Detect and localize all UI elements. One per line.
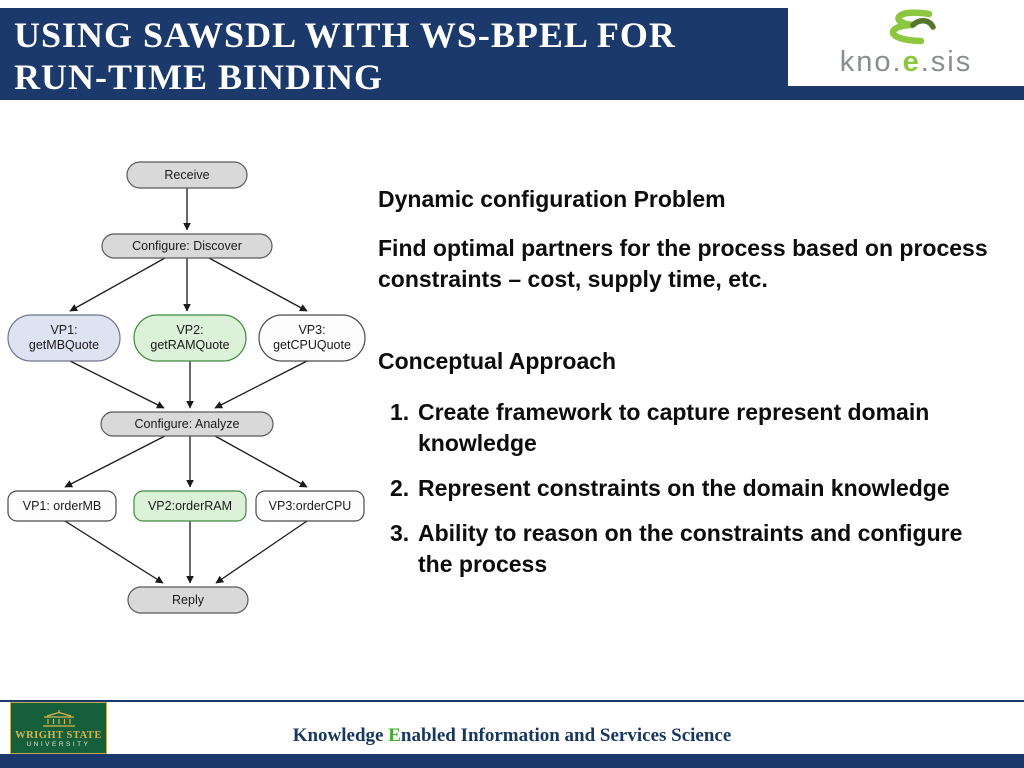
flow-arrow (64, 520, 164, 584)
list-item-number: 1. (390, 399, 410, 425)
footer-divider (0, 700, 1024, 702)
flow-arrow (215, 520, 308, 584)
node-receive-label: Receive (164, 168, 209, 182)
node-receive: Receive (126, 161, 248, 189)
flow-arrow (214, 360, 308, 409)
node-vp1-ordermb-label: VP1: orderMB (23, 499, 102, 513)
node-vp3-ordercpu: VP3:orderCPU (255, 490, 365, 522)
logo-text-suffix: .sis (920, 46, 973, 78)
node-vp2-getramquote: VP2: getRAMQuote (133, 314, 247, 362)
node-vp2-orderram-label: VP2:orderRAM (148, 499, 232, 513)
node-vp1-getmbquote-line1: VP1: (50, 323, 77, 337)
footer-tagline-accent: E (388, 725, 401, 746)
node-configure-analyze-shape (100, 411, 274, 437)
slide-title: USING SAWSDL WITH WS-BPEL FOR RUN-TIME B… (14, 14, 676, 98)
node-vp2-getramquote-line2: getRAMQuote (150, 338, 229, 352)
knoesis-logo-icon (889, 9, 936, 45)
flow-arrow (208, 257, 308, 312)
flow-arrows (64, 188, 308, 584)
bottom-bar (0, 754, 1024, 768)
university-subname: UNIVERSITY (26, 740, 91, 748)
list-item-text: Represent constraints on the domain know… (418, 475, 950, 501)
flow-arrow (64, 435, 166, 488)
node-configure-discover: Configure: Discover (101, 233, 273, 259)
node-configure-analyze-label: Configure: Analyze (135, 417, 240, 431)
node-vp2-orderram: VP2:orderRAM (133, 490, 247, 522)
university-building-icon (42, 709, 75, 727)
logo-text-prefix: kno. (839, 46, 903, 78)
list-item-number: 2. (390, 475, 410, 501)
heading-problem: Dynamic configuration Problem (378, 186, 726, 212)
node-vp1-getmbquote-shape (7, 314, 121, 362)
university-logo: WRIGHT STATE UNIVERSITY (10, 702, 107, 754)
node-vp2-orderram-shape (133, 490, 247, 522)
node-reply: Reply (127, 586, 249, 614)
numbered-list: 1. Create framework to capture represent… (378, 397, 990, 580)
heading-approach: Conceptual Approach (378, 348, 617, 374)
paragraph-problem: Find optimal partners for the process ba… (378, 235, 988, 292)
node-configure-discover-shape (101, 233, 273, 259)
knoesis-logo-text: kno.e.sis (840, 46, 972, 79)
logo-text-accent: e (902, 46, 921, 78)
slide-title-line1: USING SAWSDL WITH WS-BPEL FOR (14, 15, 676, 55)
node-reply-label: Reply (172, 593, 205, 607)
node-receive-shape (126, 161, 248, 189)
node-vp1-getmbquote-line2: getMBQuote (29, 338, 99, 352)
list-item: 2. Represent constraints on the domain k… (378, 473, 990, 504)
knoesis-logo: kno.e.sis (788, 0, 1024, 86)
node-vp2-getramquote-line1: VP2: (176, 323, 203, 337)
node-vp1-ordermb: VP1: orderMB (7, 490, 117, 522)
footer-tagline: Knowledge Enabled Information and Servic… (0, 725, 1024, 747)
flow-arrow (69, 360, 165, 409)
university-name: WRIGHT STATE (15, 729, 102, 741)
node-configure-discover-label: Configure: Discover (132, 239, 242, 253)
node-reply-shape (127, 586, 249, 614)
node-vp3-getcpuquote-shape (258, 314, 366, 362)
node-vp1-getmbquote: VP1: getMBQuote (7, 314, 121, 362)
node-configure-analyze: Configure: Analyze (100, 411, 274, 437)
node-vp3-ordercpu-shape (255, 490, 365, 522)
flow-arrow (69, 257, 166, 312)
node-vp3-getcpuquote: VP3: getCPUQuote (258, 314, 366, 362)
node-vp1-ordermb-shape (7, 490, 117, 522)
footer-tagline-post: nabled Information and Services Science (400, 725, 732, 746)
list-item-text: Create framework to capture represent do… (418, 399, 930, 456)
list-item-text: Ability to reason on the constraints and… (418, 520, 963, 577)
node-vp3-getcpuquote-line2: getCPUQuote (273, 338, 351, 352)
node-vp3-ordercpu-label: VP3:orderCPU (269, 499, 352, 513)
node-vp2-getramquote-shape (133, 314, 247, 362)
list-item: 3. Ability to reason on the constraints … (378, 518, 990, 580)
process-flow-diagram: Receive Configure: Discover VP1: getMBQu… (7, 161, 366, 614)
list-item-number: 3. (390, 520, 410, 546)
footer-tagline-pre: Knowledge (292, 725, 389, 746)
node-vp3-getcpuquote-line1: VP3: (298, 323, 325, 337)
list-item: 1. Create framework to capture represent… (378, 397, 990, 459)
content-panel: Dynamic configuration Problem Find optim… (378, 185, 990, 580)
flow-arrow (214, 435, 308, 488)
slide-title-line2: RUN-TIME BINDING (14, 57, 384, 97)
